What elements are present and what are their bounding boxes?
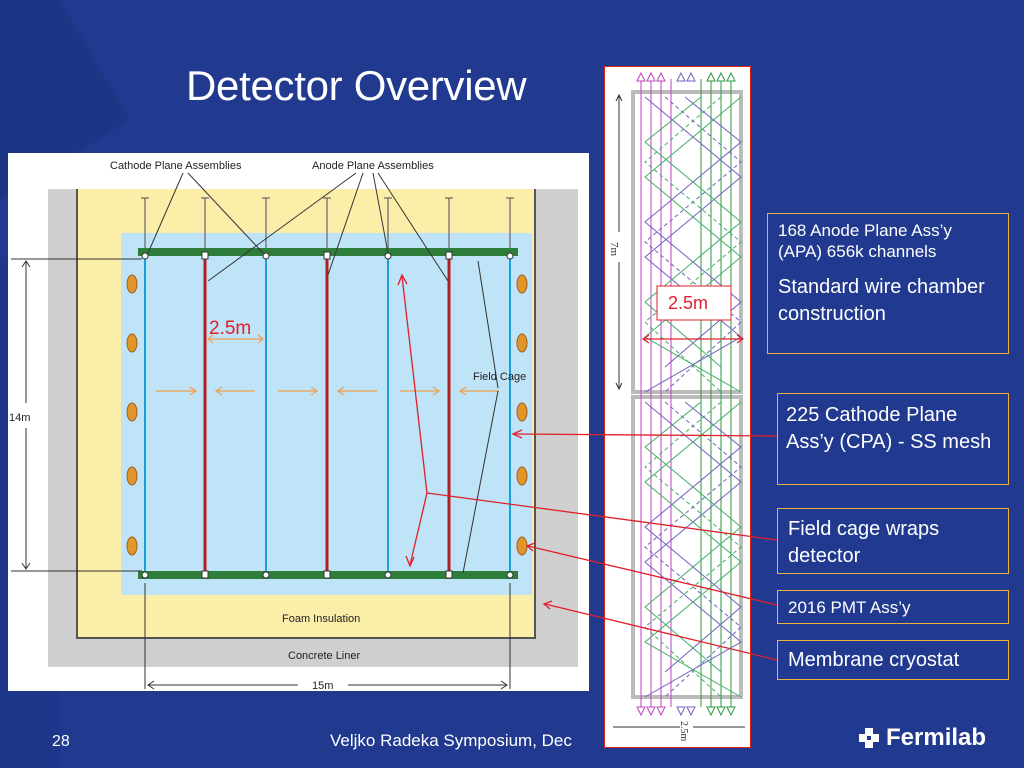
callout-apa: 168 Anode Plane Ass’y (APA) 656k channel…: [767, 213, 1009, 354]
dimension-height: 14m: [9, 412, 30, 424]
label-cathode-plane-assemblies: Cathode Plane Assemblies: [110, 160, 242, 172]
detector-cross-section: Cathode Plane Assemblies Anode Plane Ass…: [8, 153, 589, 691]
lower-apa-frame: [631, 395, 743, 699]
spacing-box: [656, 285, 732, 321]
callout-apa-construction: Standard wire chamber construction: [778, 276, 985, 325]
page-number: 28: [52, 733, 70, 750]
fermilab-logo-text: Fermilab: [886, 724, 987, 751]
label-field-cage: Field Cage: [473, 371, 526, 383]
dimension-7m: 7m: [608, 242, 620, 257]
wire-spacing-label: 2.5m: [668, 293, 708, 313]
spacing-label: 2.5m: [209, 318, 251, 339]
callout-membrane: Membrane cryostat: [777, 640, 1009, 680]
footer-text: Veljko Radeka Symposium, Dec: [330, 731, 572, 750]
upper-apa-frame: [631, 90, 743, 394]
label-anode-plane-assemblies: Anode Plane Assemblies: [312, 160, 434, 172]
pmt-left: [126, 274, 138, 556]
label-foam-insulation: Foam Insulation: [282, 613, 360, 625]
slide-title: Detector Overview: [186, 62, 527, 109]
callout-cpa: 225 Cathode Plane Ass’y (CPA) - SS mesh: [777, 393, 1009, 485]
label-concrete-liner: Concrete Liner: [288, 650, 360, 662]
anode-planes: [144, 256, 511, 571]
fermilab-logo-icon: [859, 728, 879, 748]
callout-apa-text: 168 Anode Plane Ass’y (APA) 656k channel…: [778, 221, 952, 261]
callout-field-cage: Field cage wraps detector: [777, 508, 1009, 574]
callout-pmt: 2016 PMT Ass’y: [777, 590, 1009, 624]
pmt-right: [516, 274, 528, 556]
dimension-bottom: 2.5m: [678, 721, 689, 742]
dimension-width: 15m: [312, 680, 333, 691]
wire-plane-panel: 7m 2.5m 2.5m: [604, 66, 751, 748]
fermilab-logo: Fermilab: [856, 724, 986, 752]
